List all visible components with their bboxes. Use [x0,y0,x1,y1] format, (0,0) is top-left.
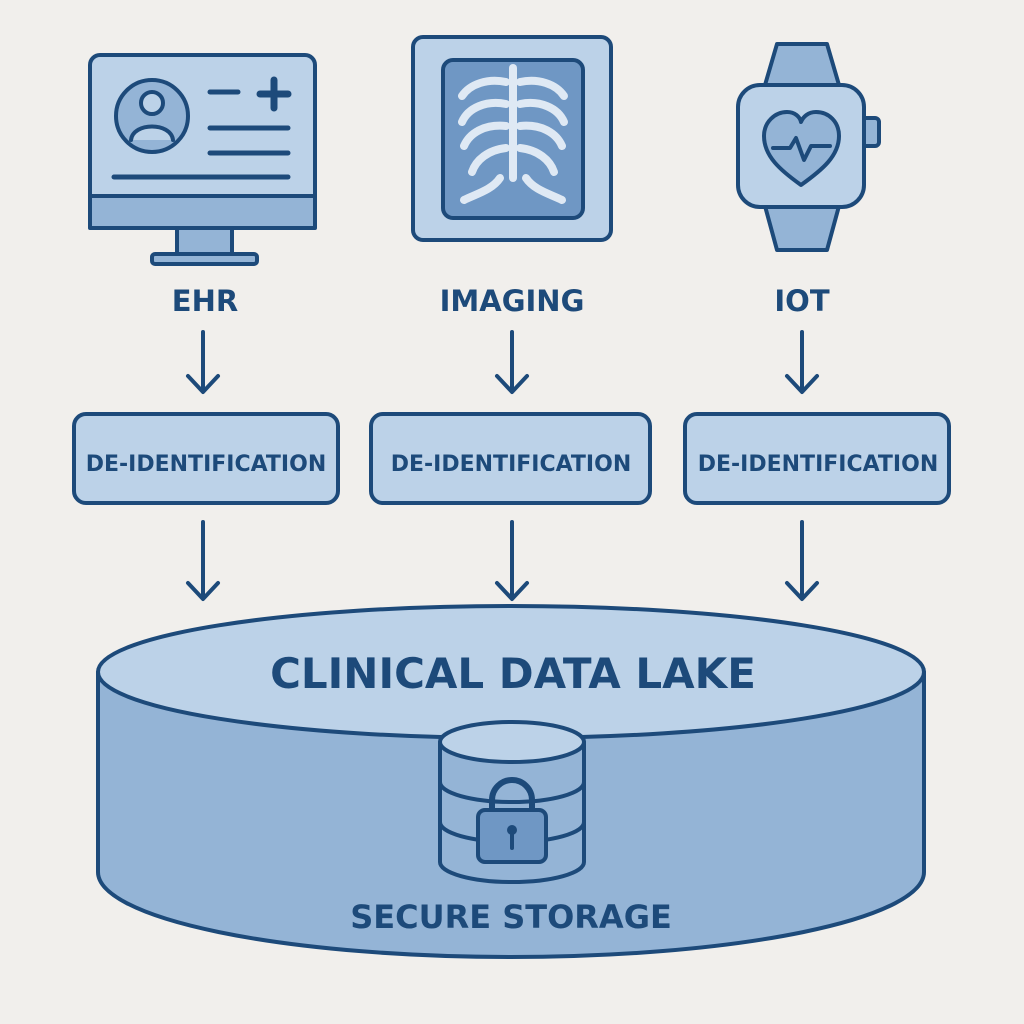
clinical-data-lake: CLINICAL DATA LAKE SECURE STORAGE [96,604,926,959]
deid-label-imaging: DE-IDENTIFICATION [391,452,632,477]
arrow-deid-imaging-to-lake [495,520,529,601]
deid-label-ehr: DE-IDENTIFICATION [86,452,327,477]
deid-label-iot: DE-IDENTIFICATION [698,452,939,477]
deid-box-iot: DE-IDENTIFICATION [683,412,951,505]
smartwatch-heart-icon [736,42,881,252]
locked-database-icon [438,720,586,884]
arrow-deid-ehr-to-lake [186,520,220,601]
arrow-deid-iot-to-lake [785,520,819,601]
lake-title: CLINICAL DATA LAKE [270,649,756,698]
arrow-ehr-to-deid [186,330,220,394]
source-label-imaging: IMAGING [440,284,585,318]
source-label-ehr: EHR [172,284,238,318]
source-label-iot: IOT [774,284,829,318]
chest-xray-icon [411,35,613,242]
monitor-patient-record-icon [88,53,317,266]
arrow-iot-to-deid [785,330,819,394]
arrow-imaging-to-deid [495,330,529,394]
storage-label: SECURE STORAGE [350,898,672,936]
deid-box-ehr: DE-IDENTIFICATION [72,412,340,505]
deid-box-imaging: DE-IDENTIFICATION [369,412,652,505]
